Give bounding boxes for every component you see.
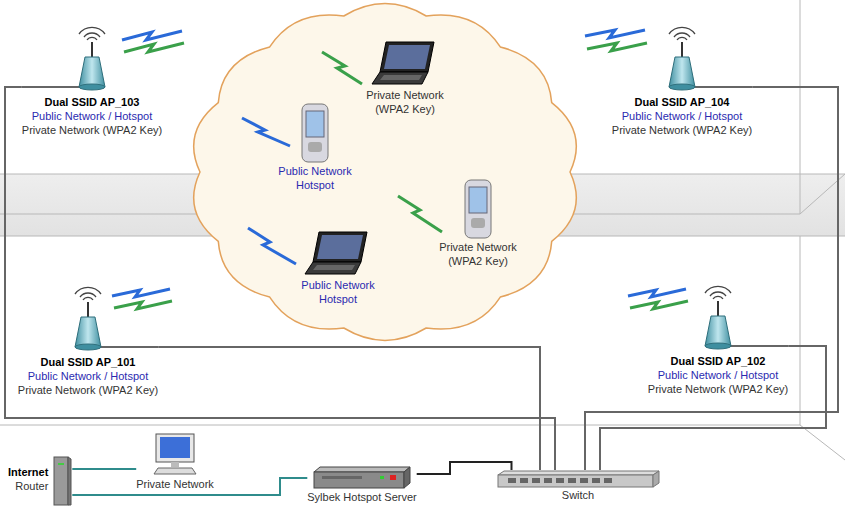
node-label: Router xyxy=(8,479,48,493)
node-label: Public Network / Hotspot xyxy=(658,368,778,382)
node-label: Private Network (WPA2 Key) xyxy=(431,240,526,268)
node-label: Private Network (WPA2 Key) xyxy=(612,123,752,137)
node-label: Private Network (WPA2 Key) xyxy=(18,383,158,397)
phone-icon xyxy=(299,102,331,164)
node-label: Private Network xyxy=(136,477,214,491)
radio-bolts xyxy=(112,30,688,309)
ap-icon xyxy=(652,25,712,95)
phone-icon xyxy=(462,178,494,240)
ap-icon xyxy=(62,25,122,95)
server-icon xyxy=(312,466,412,490)
node-label: Sylbek Hotspot Server xyxy=(307,490,416,504)
router-node: InternetRouter xyxy=(8,455,72,507)
node-label: Dual SSID AP_104 xyxy=(635,95,730,109)
network-cable xyxy=(72,478,307,495)
ap-icon xyxy=(688,284,748,354)
network-cable xyxy=(585,87,838,470)
network-cable xyxy=(158,347,540,470)
wireless-cloud xyxy=(194,4,577,341)
laptop-node: Private Network (WPA2 Key) xyxy=(358,40,453,116)
network-cable xyxy=(72,468,136,470)
pc-icon xyxy=(150,432,200,477)
ap-node: Dual SSID AP_102Public Network / Hotspot… xyxy=(648,284,788,396)
node-label: Dual SSID AP_102 xyxy=(671,354,766,368)
node-label: Public Network / Hotspot xyxy=(32,109,152,123)
node-label: Private Network (WPA2 Key) xyxy=(648,382,788,396)
node-label: Internet xyxy=(8,465,48,479)
building-outline xyxy=(0,0,845,460)
node-label: Private Network (WPA2 Key) xyxy=(358,88,453,116)
network-cable xyxy=(5,87,555,470)
sw-node: Switch xyxy=(496,470,661,502)
node-label: Public Network Hotspot xyxy=(268,164,363,192)
pc-node: Private Network xyxy=(136,432,214,491)
node-label: Public Network Hotspot xyxy=(291,278,386,306)
server-node: Sylbek Hotspot Server xyxy=(307,466,416,504)
node-label: Dual SSID AP_103 xyxy=(45,95,140,109)
sw-icon xyxy=(496,470,661,488)
ap-icon xyxy=(58,285,118,355)
node-label: Private Network (WPA2 Key) xyxy=(22,123,162,137)
node-label: Public Network / Hotspot xyxy=(28,369,148,383)
node-label: Switch xyxy=(562,488,594,502)
network-cable xyxy=(600,346,826,470)
node-label: Dual SSID AP_101 xyxy=(41,355,136,369)
ap-node: Dual SSID AP_104Public Network / Hotspot… xyxy=(612,25,752,137)
laptop-node: Public Network Hotspot xyxy=(291,230,386,306)
phone-node: Private Network (WPA2 Key) xyxy=(431,178,526,268)
phone-node: Public Network Hotspot xyxy=(268,102,363,192)
node-label: Public Network / Hotspot xyxy=(622,109,742,123)
laptop-icon xyxy=(303,230,373,278)
router-icon xyxy=(52,455,72,507)
ap-node: Dual SSID AP_101Public Network / Hotspot… xyxy=(18,285,158,397)
network-cable xyxy=(417,462,512,474)
ap-node: Dual SSID AP_103Public Network / Hotspot… xyxy=(22,25,162,137)
laptop-icon xyxy=(370,40,440,88)
